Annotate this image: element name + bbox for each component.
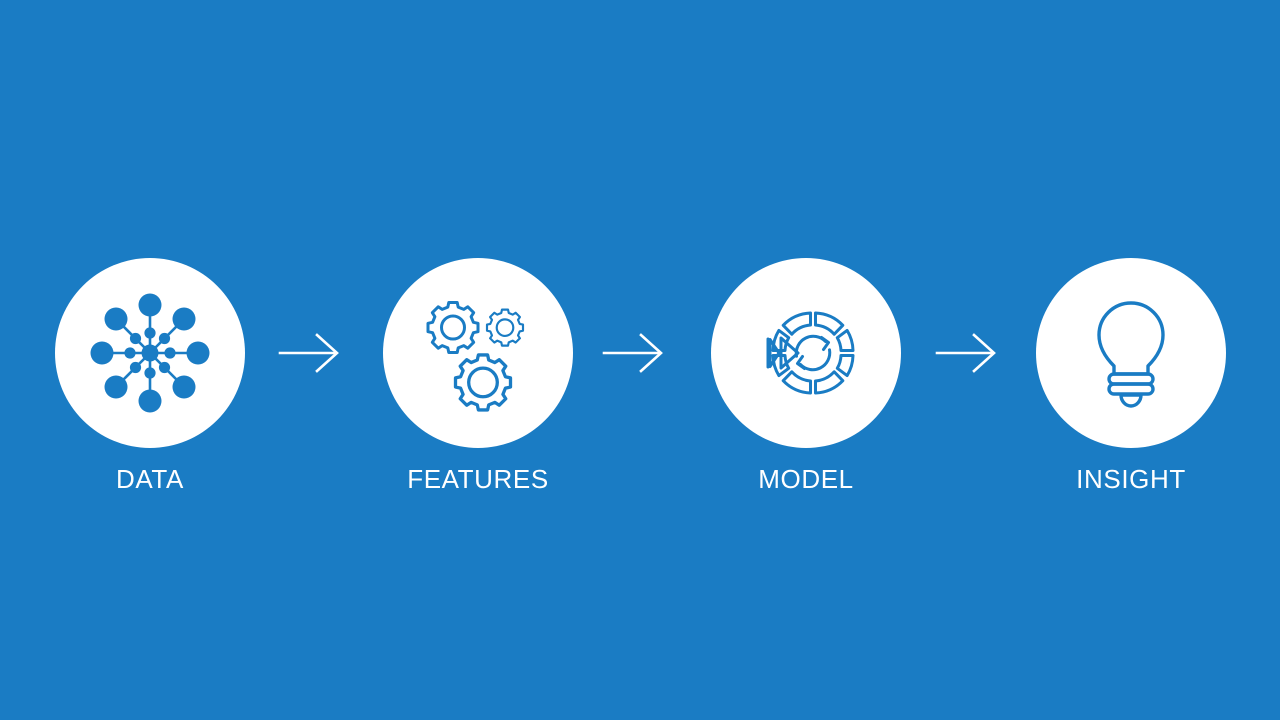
- stage-features[interactable]: FEATURES: [383, 258, 573, 518]
- stage-disc-insight: [1036, 258, 1226, 448]
- stage-label-model: MODEL: [758, 464, 854, 494]
- connector-data-to-features: [277, 327, 343, 379]
- stage-model[interactable]: MODEL: [711, 258, 901, 518]
- stage-label-data: DATA: [116, 464, 184, 494]
- network-nodes-icon: [90, 293, 210, 413]
- stage-label-features: FEATURES: [407, 464, 549, 494]
- lightbulb-icon: [1097, 301, 1165, 408]
- stage-label-insight: INSIGHT: [1076, 464, 1186, 494]
- model-wheel-icon: [766, 311, 855, 395]
- arrow-right-icon: [602, 333, 663, 373]
- stage-disc-model: [711, 258, 901, 448]
- arrow-right-icon: [935, 333, 996, 373]
- stage-disc-features: [383, 258, 573, 448]
- stage-insight[interactable]: INSIGHT: [1036, 258, 1226, 518]
- connector-features-to-model: [601, 327, 667, 379]
- gears-icon: [426, 301, 525, 412]
- stage-disc-data: [55, 258, 245, 448]
- connector-model-to-insight: [934, 327, 1000, 379]
- arrow-right-icon: [278, 333, 339, 373]
- stage-data[interactable]: DATA: [55, 258, 245, 518]
